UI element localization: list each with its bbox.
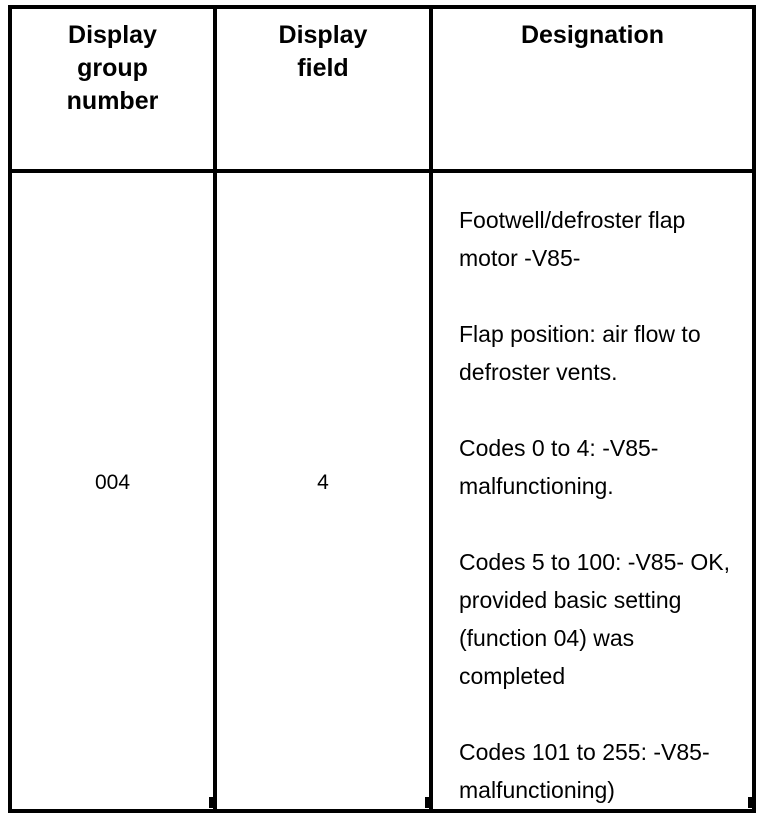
- designation-paragraph: Footwell/defroster flap motor -V85-: [459, 207, 686, 271]
- designation-paragraph: Flap position: air flow to defroster ven…: [459, 321, 701, 385]
- header-line: field: [297, 54, 349, 82]
- table-border-divider-1: [209, 797, 213, 808]
- cell-designation: Footwell/defroster flap motor -V85- Flap…: [429, 169, 756, 813]
- designation-text-block: Footwell/defroster flap motor -V85- Flap…: [433, 173, 752, 809]
- table-border-right: [748, 797, 752, 808]
- header-line: number: [66, 87, 159, 115]
- column-header-designation: Designation: [429, 5, 756, 173]
- column-header-display-group-number: Display group number: [8, 5, 217, 173]
- cell-display-group-number: 004: [8, 169, 217, 813]
- next-row-partial: [8, 797, 752, 808]
- designation-paragraph: Codes 101 to 255: -V85- malfunctioning): [459, 739, 710, 803]
- header-line: Display: [68, 21, 157, 49]
- column-header-display-field: Display field: [213, 5, 433, 173]
- designation-paragraph: Codes 0 to 4: -V85- malfunctioning.: [459, 435, 659, 499]
- header-line: Designation: [520, 21, 665, 49]
- designation-paragraph: Codes 5 to 100: -V85- OK, provided basic…: [459, 549, 731, 689]
- display-group-number-value: 004: [94, 471, 131, 494]
- display-group-table: Display group number Display field Desig…: [8, 5, 756, 813]
- header-line: Display: [278, 21, 368, 49]
- cell-display-field: 4: [213, 169, 433, 813]
- table-row: 004 4 Footwell/defroster flap motor -V85…: [8, 169, 756, 813]
- table-border-divider-2: [425, 797, 429, 808]
- table-border-left: [8, 797, 12, 808]
- table-header-row: Display group number Display field Desig…: [8, 5, 756, 173]
- header-line: group: [77, 54, 148, 82]
- display-field-value: 4: [317, 471, 329, 494]
